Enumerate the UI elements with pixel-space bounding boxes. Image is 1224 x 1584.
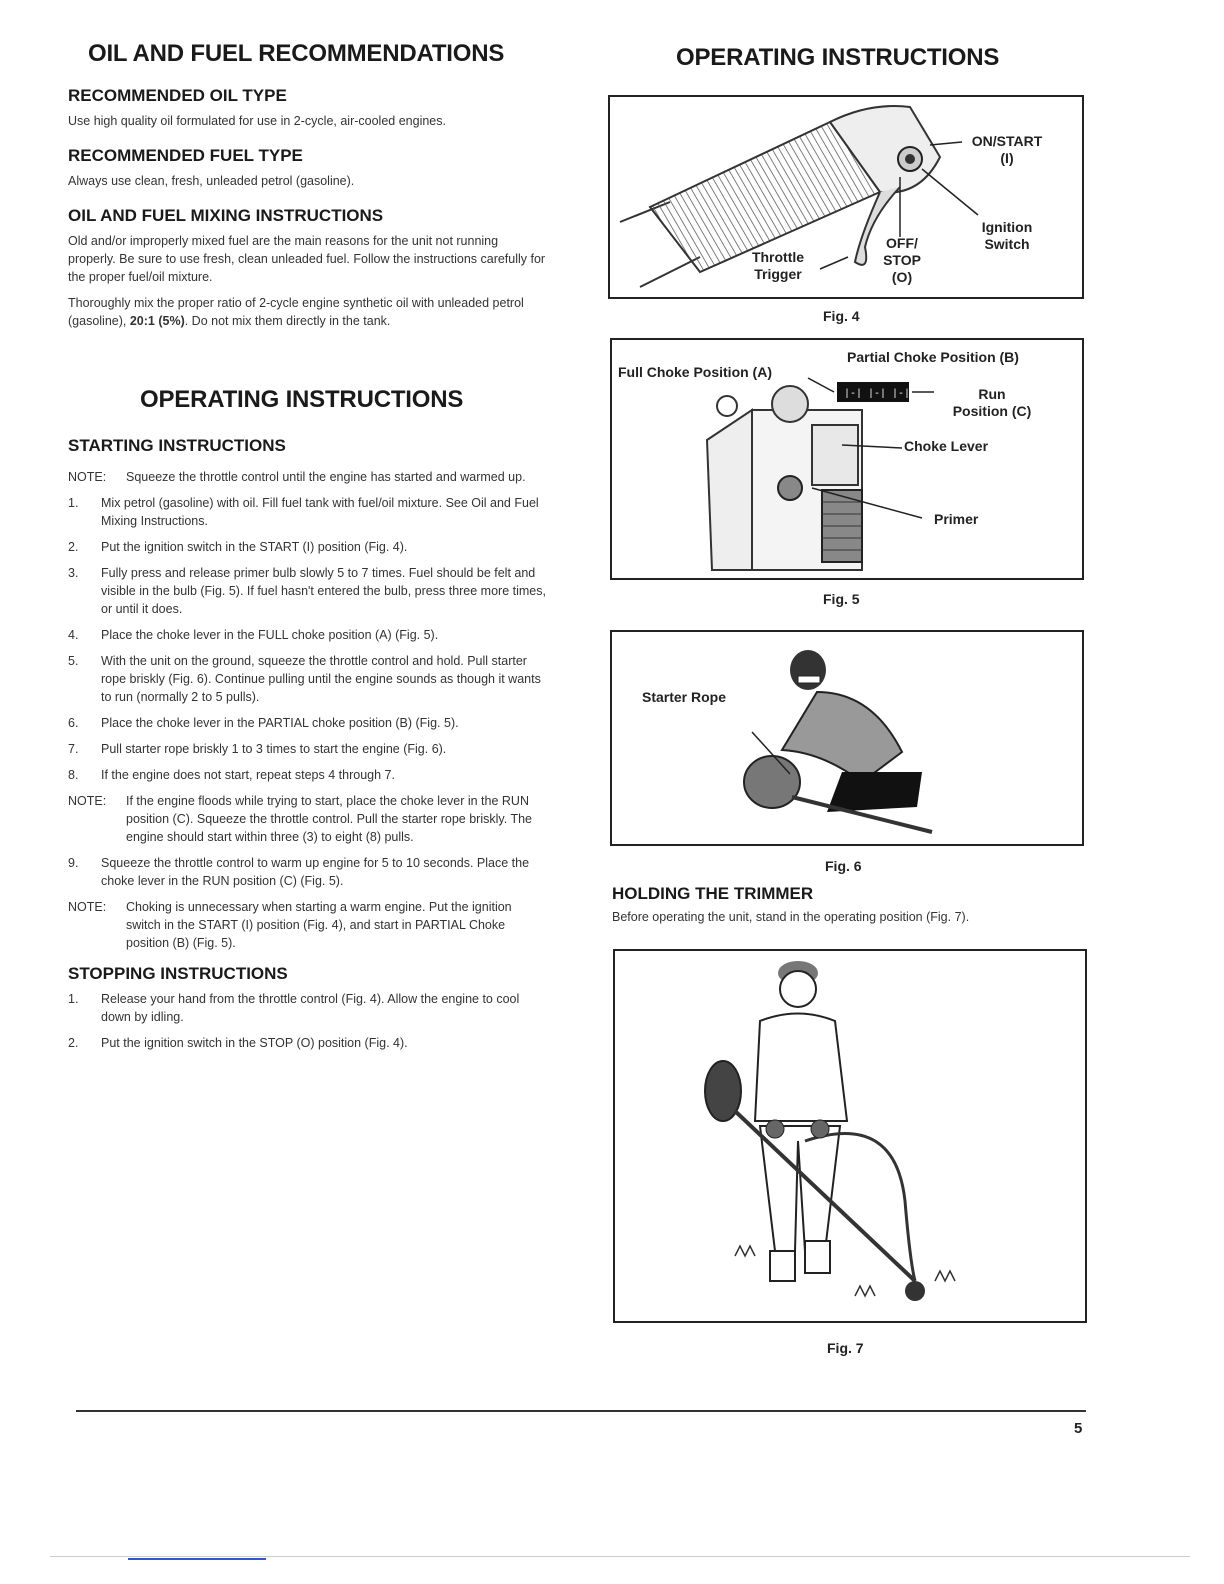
footer-divider bbox=[76, 1410, 1086, 1412]
left-column: OIL AND FUEL RECOMMENDATIONS RECOMMENDED… bbox=[68, 40, 548, 1060]
recommended-oil-heading: RECOMMENDED OIL TYPE bbox=[68, 86, 287, 105]
fig5-caption: Fig. 5 bbox=[823, 591, 860, 607]
fig4-throttle-diagram: ON/START (I) Ignition Switch OFF/ STOP (… bbox=[608, 95, 1084, 299]
starter-rope-label: Starter Rope bbox=[642, 689, 727, 705]
ignition-switch-label: Ignition Switch bbox=[981, 219, 1033, 252]
scan-edge-mark bbox=[128, 1558, 266, 1560]
fig6-caption: Fig. 6 bbox=[825, 858, 862, 874]
note-text: Squeeze the throttle control until the e… bbox=[126, 470, 526, 484]
list-item: 7.Pull starter rope briskly 1 to 3 times… bbox=[68, 742, 447, 756]
engine-illustration: |-| |-| |-| bbox=[705, 377, 934, 571]
stopping-heading: STOPPING INSTRUCTIONS bbox=[68, 964, 288, 983]
note-1: NOTE: Squeeze the throttle control until… bbox=[68, 468, 548, 486]
throttle-trigger-label: Throttle Trigger bbox=[751, 249, 805, 282]
operating-title-right: OPERATING INSTRUCTIONS bbox=[676, 44, 1000, 71]
throttle-handle-illustration bbox=[619, 105, 979, 288]
note-label: NOTE: bbox=[68, 470, 107, 484]
list-item: 6.Place the choke lever in the PARTIAL c… bbox=[68, 716, 459, 730]
run-position-label: Run Position (C) bbox=[952, 386, 1032, 419]
note-text: If the engine floods while trying to sta… bbox=[126, 794, 532, 844]
list-item: 1.Mix petrol (gasoline) with oil. Fill f… bbox=[68, 496, 539, 528]
mixing-text-2a: Thoroughly mix the proper ratio of 2-cyc… bbox=[68, 296, 524, 328]
recommended-fuel-text: Always use clean, fresh, unleaded petrol… bbox=[68, 174, 355, 188]
list-item: 3.Fully press and release primer bulb sl… bbox=[68, 566, 546, 616]
fig7-caption: Fig. 7 bbox=[827, 1340, 864, 1356]
recommended-oil-text: Use high quality oil formulated for use … bbox=[68, 114, 446, 128]
off-stop-label: OFF/ STOP (O) bbox=[883, 235, 921, 285]
page-number: 5 bbox=[1074, 1420, 1083, 1437]
svg-text:|-| |-| |-|: |-| |-| |-| bbox=[844, 388, 910, 400]
starting-steps: 1.Mix petrol (gasoline) with oil. Fill f… bbox=[68, 494, 548, 784]
recommended-fuel-heading: RECOMMENDED FUEL TYPE bbox=[68, 146, 303, 165]
fig7-holding-diagram bbox=[613, 949, 1087, 1323]
on-start-label: ON/START (I) bbox=[971, 133, 1043, 166]
fig6-starter-rope-diagram: Starter Rope bbox=[610, 630, 1084, 846]
holding-heading: HOLDING THE TRIMMER bbox=[612, 884, 814, 903]
mix-ratio: 20:1 (5%) bbox=[129, 314, 185, 328]
note-label: NOTE: bbox=[68, 900, 107, 914]
note-2: NOTE: If the engine floods while trying … bbox=[68, 792, 548, 846]
mixing-text-1: Old and/or improperly mixed fuel are the… bbox=[68, 234, 546, 284]
primer-label: Primer bbox=[934, 511, 979, 527]
mixing-text-2: Thoroughly mix the proper ratio of 2-cyc… bbox=[68, 294, 548, 330]
note-label: NOTE: bbox=[68, 794, 107, 808]
list-item: 8.If the engine does not start, repeat s… bbox=[68, 768, 395, 782]
list-item: 2.Put the ignition switch in the START (… bbox=[68, 540, 408, 554]
choke-lever-label: Choke Lever bbox=[904, 438, 989, 454]
fig5-engine-diagram: |-| |-| |-| Full Choke Position (A) Part… bbox=[610, 338, 1084, 580]
list-item: 1.Release your hand from the throttle co… bbox=[68, 992, 520, 1024]
list-item: 2.Put the ignition switch in the STOP (O… bbox=[68, 1036, 408, 1050]
scan-edge-line bbox=[50, 1556, 1190, 1557]
mixing-text-2c: . Do not mix them directly in the tank. bbox=[184, 314, 391, 328]
list-item: 9.Squeeze the throttle control to warm u… bbox=[68, 856, 530, 888]
note-text: Choking is unnecessary when starting a w… bbox=[126, 900, 512, 950]
list-item: 5.With the unit on the ground, squeeze t… bbox=[68, 654, 541, 704]
starting-heading: STARTING INSTRUCTIONS bbox=[68, 436, 286, 455]
oil-fuel-title: OIL AND FUEL RECOMMENDATIONS bbox=[88, 40, 505, 67]
fig4-caption: Fig. 4 bbox=[823, 308, 860, 324]
full-choke-label: Full Choke Position (A) bbox=[618, 364, 772, 380]
mixing-heading: OIL AND FUEL MIXING INSTRUCTIONS bbox=[68, 206, 384, 225]
note-3: NOTE: Choking is unnecessary when starti… bbox=[68, 898, 548, 952]
operator-holding-trimmer-illustration bbox=[704, 961, 956, 1301]
partial-choke-label: Partial Choke Position (B) bbox=[847, 349, 1019, 365]
person-pulling-starter-rope-illustration bbox=[743, 650, 933, 834]
list-item: 4.Place the choke lever in the FULL chok… bbox=[68, 628, 439, 642]
holding-text: Before operating the unit, stand in the … bbox=[612, 910, 970, 924]
operating-title-left: OPERATING INSTRUCTIONS bbox=[140, 386, 464, 413]
